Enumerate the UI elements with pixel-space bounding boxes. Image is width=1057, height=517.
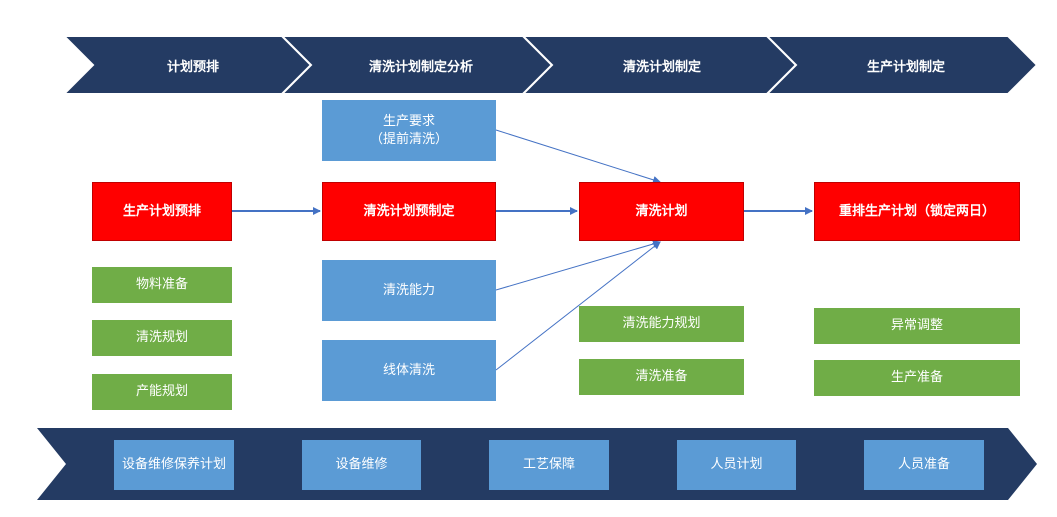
equipment-repair-box: 设备维修 [302,440,421,490]
equipment-maintenance-plan-box: 设备维修保养计划 [114,440,234,490]
cleaning-capacity-box: 清洗能力 [322,260,496,321]
stage-label-cleaning-plan: 清洗计划制定 [622,59,701,75]
staff-preparation-box: 人员准备 [864,440,984,490]
cleaning-planning-box: 清洗规划 [92,320,232,356]
exception-adjustment-box: 异常调整 [814,308,1020,344]
arrow-capacity-to-plan [495,240,661,291]
cleaning-preparation-box: 清洗准备 [579,359,744,395]
material-preparation-box: 物料准备 [92,267,232,303]
cleaning-plan-box: 清洗计划 [579,182,744,241]
cleaning-plan-predraft-box: 清洗计划预制定 [322,182,496,241]
process-assurance-box: 工艺保障 [489,440,609,490]
stage-label-plan-prearrange: 计划预排 [166,59,219,75]
cleaning-capacity-planning-box: 清洗能力规划 [579,306,744,342]
reschedule-production-plan-box: 重排生产计划（锁定两日） [814,182,1020,241]
stage-label-cleaning-analysis: 清洗计划制定分析 [368,59,473,75]
header-chevron-4 [764,35,1039,95]
production-requirement-note: （提前清洗） [369,131,448,147]
line-cleaning-box: 线体清洗 [322,340,496,401]
stage-label-production-plan: 生产计划制定 [866,59,945,75]
staff-plan-box: 人员计划 [677,440,796,490]
production-plan-prearrange-box: 生产计划预排 [92,182,232,241]
capacity-planning-box: 产能规划 [92,374,232,410]
production-preparation-box: 生产准备 [814,360,1020,396]
production-requirement-box: 生产要求 （提前清洗） [322,100,496,161]
arrow-requirement-to-plan [495,129,661,184]
production-requirement-label: 生产要求 [382,113,435,129]
arrow-line-cleaning-to-plan [495,241,661,371]
